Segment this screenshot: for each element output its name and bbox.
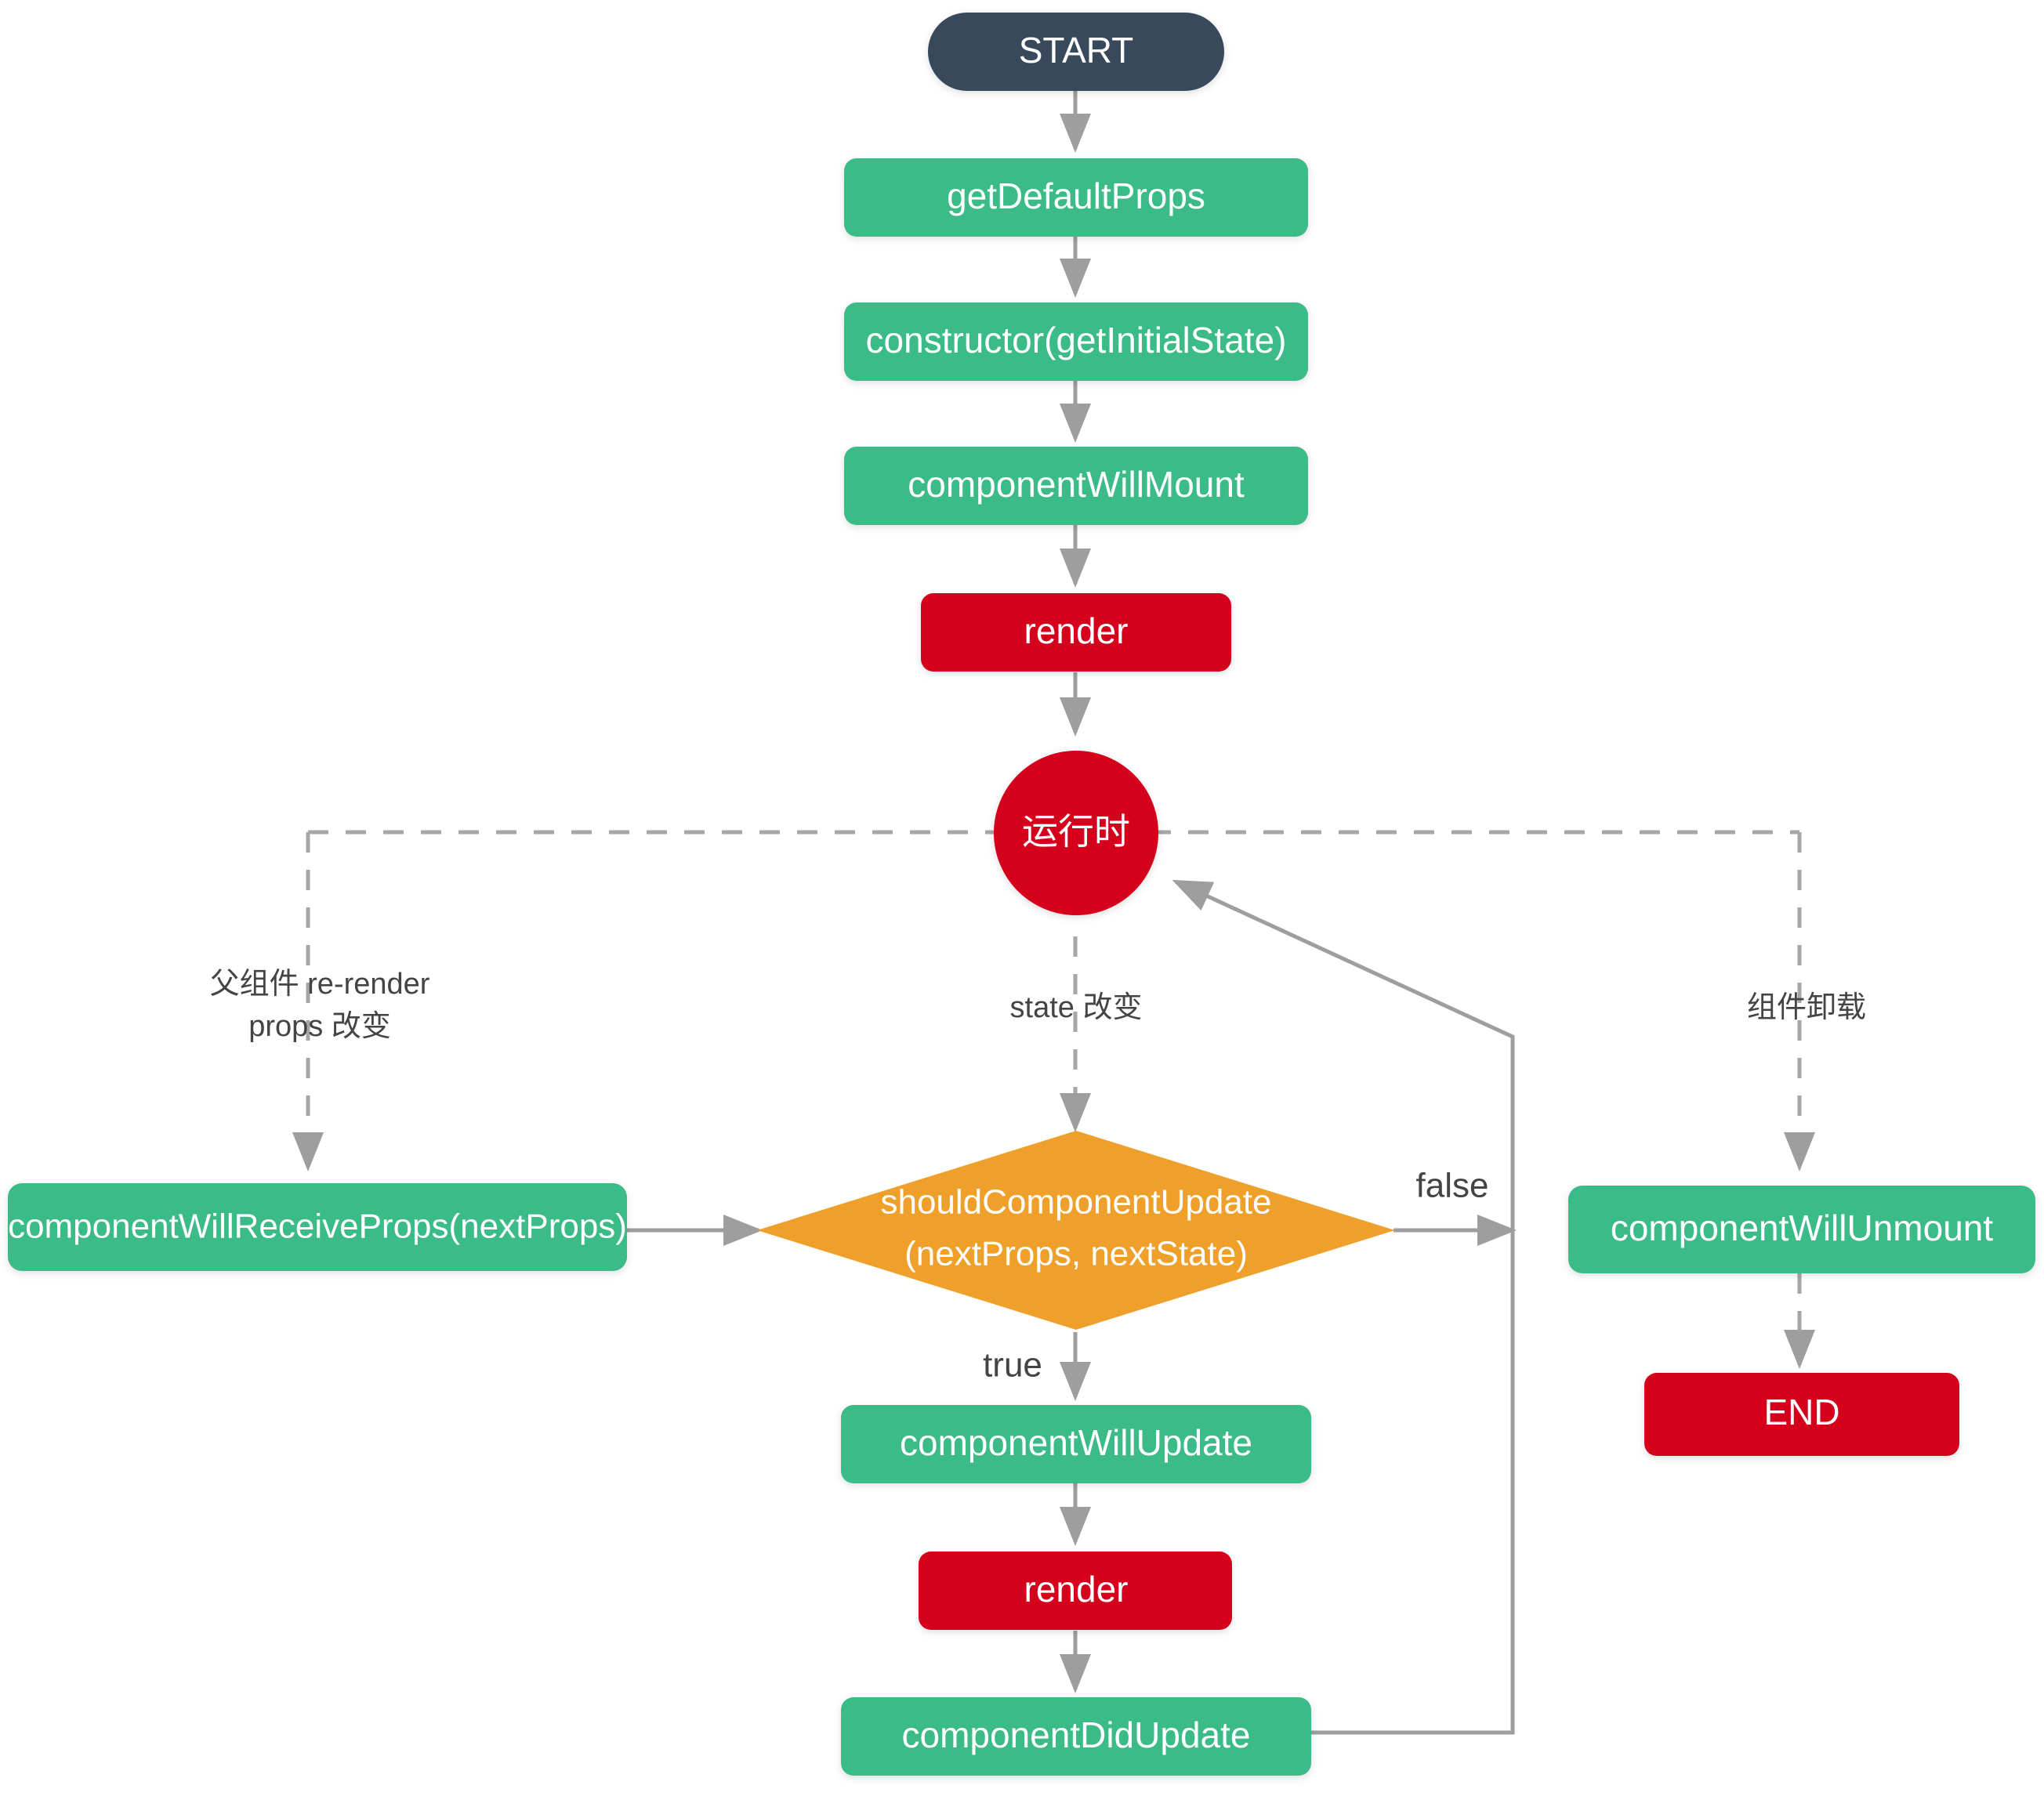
edge-label-component-unmount: 组件卸载 [1747,991,1866,1024]
edge-label-true: true [983,1346,1042,1385]
runtime-shape [994,751,1158,915]
node-render-initial[interactable]: render [921,593,1231,672]
component-will-unmount-shape [1568,1186,2035,1273]
start-shape [928,13,1224,91]
start-label: START [1019,30,1134,71]
node-component-will-mount[interactable]: componentWillMount [844,447,1308,525]
component-will-receive-props-label: componentWillReceiveProps(nextProps) [8,1208,627,1246]
should-component-update-shape [757,1131,1395,1330]
edge-label-parent-rerender-line1: 父组件 re-render [210,968,430,1001]
end-label: END [1763,1392,1839,1432]
get-default-props-shape [844,158,1308,237]
render-initial-label: render [1024,610,1129,651]
render-update-label: render [1024,1569,1129,1610]
render-initial-shape [921,593,1231,672]
node-get-default-props[interactable]: getDefaultProps [844,158,1308,237]
node-constructor[interactable]: constructor(getInitialState) [844,302,1308,381]
constructor-label: constructor(getInitialState) [866,320,1287,360]
component-will-mount-shape [844,447,1308,525]
get-default-props-label: getDefaultProps [947,176,1205,216]
node-end[interactable]: END [1644,1373,1959,1456]
component-did-update-shape [841,1697,1311,1776]
node-should-component-update[interactable]: shouldComponentUpdate (nextProps, nextSt… [757,1131,1395,1330]
render-update-shape [919,1552,1232,1630]
node-start[interactable]: START [928,13,1224,91]
node-runtime[interactable]: 运行时 [994,751,1158,915]
should-component-update-label-line1: shouldComponentUpdate [880,1183,1271,1222]
node-render-update[interactable]: render [919,1552,1232,1630]
should-component-update-label-line2: (nextProps, nextState) [904,1235,1248,1273]
edge-label-false: false [1416,1167,1489,1205]
component-will-unmount-label: componentWillUnmount [1611,1208,1994,1248]
node-component-did-update[interactable]: componentDidUpdate [841,1697,1311,1776]
node-component-will-receive-props[interactable]: componentWillReceiveProps(nextProps) [8,1183,627,1271]
component-will-update-shape [841,1405,1311,1483]
edge-label-parent-rerender-line2: props 改变 [248,1010,391,1043]
component-will-mount-label: componentWillMount [908,464,1245,505]
edge-label-state-change: state 改变 [1010,991,1143,1024]
component-will-update-label: componentWillUpdate [900,1422,1252,1463]
node-component-will-update[interactable]: componentWillUpdate [841,1405,1311,1483]
runtime-label: 运行时 [1022,811,1130,852]
component-did-update-label: componentDidUpdate [902,1715,1251,1755]
component-will-receive-props-shape [8,1183,627,1271]
constructor-shape [844,302,1308,381]
edge-return-to-runtime [1172,879,1515,1735]
node-component-will-unmount[interactable]: componentWillUnmount [1568,1186,2035,1273]
end-shape [1644,1373,1959,1456]
